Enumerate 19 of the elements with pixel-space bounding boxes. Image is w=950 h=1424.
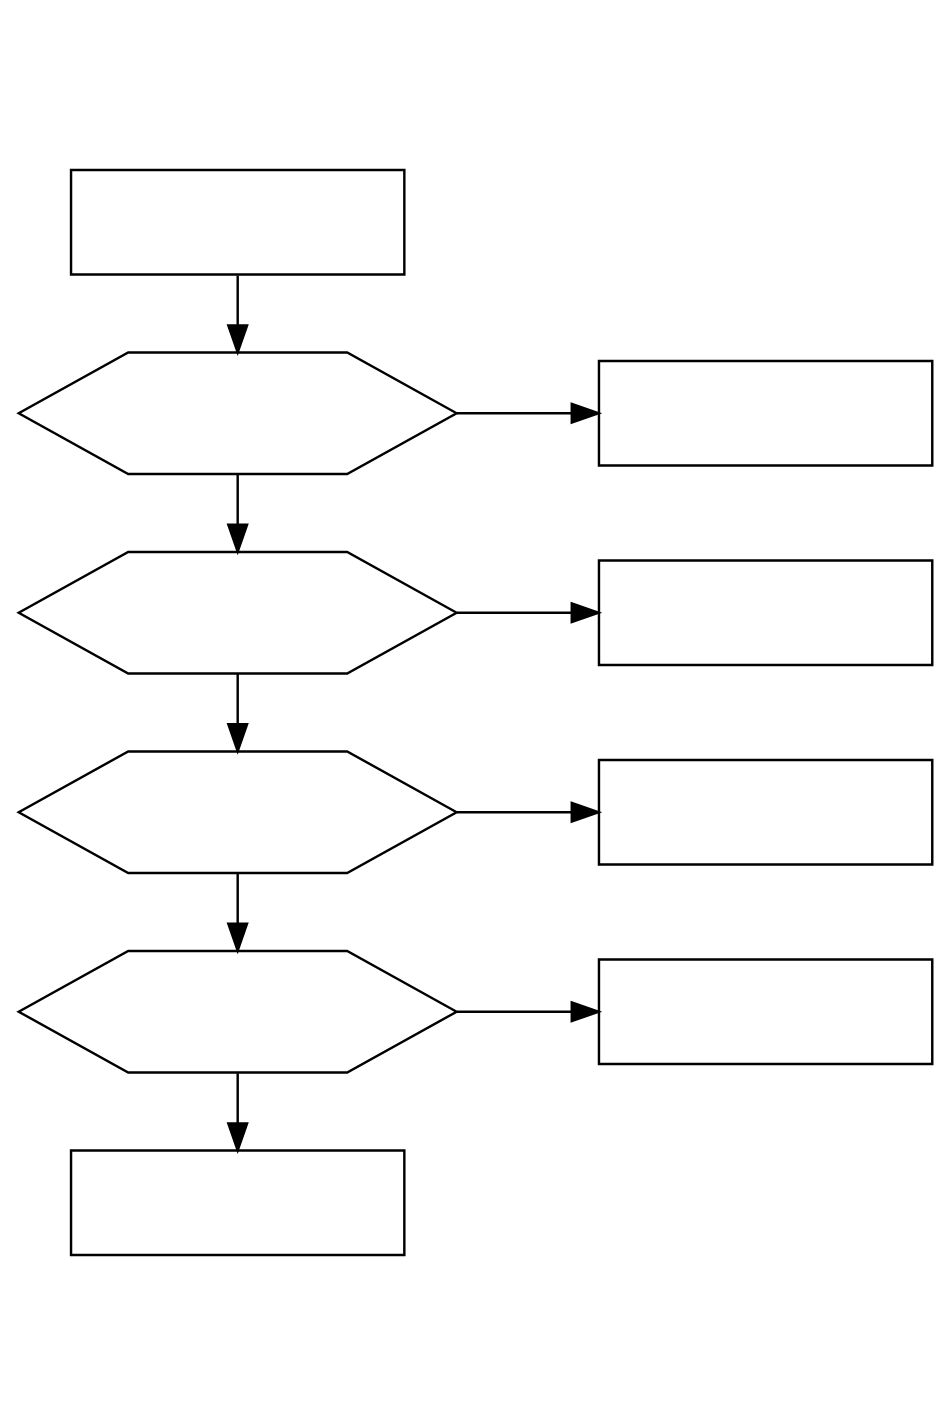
node-box xyxy=(69,1148,406,1256)
arrow xyxy=(226,1072,249,1154)
node-hexagon xyxy=(15,350,459,475)
arrow xyxy=(456,1000,602,1023)
arrow xyxy=(226,872,249,954)
node-hexagon xyxy=(15,550,459,675)
node-box xyxy=(69,168,406,276)
arrow xyxy=(456,401,602,424)
arrow xyxy=(456,800,602,823)
arrow xyxy=(226,673,249,755)
arrow xyxy=(226,473,249,555)
node-box xyxy=(597,957,933,1065)
arrow xyxy=(456,601,602,624)
arrow xyxy=(226,275,249,356)
node-hexagon xyxy=(15,949,459,1074)
node-hexagon xyxy=(15,749,459,874)
node-box xyxy=(597,558,933,666)
node-box xyxy=(597,758,933,866)
node-box xyxy=(597,359,933,467)
